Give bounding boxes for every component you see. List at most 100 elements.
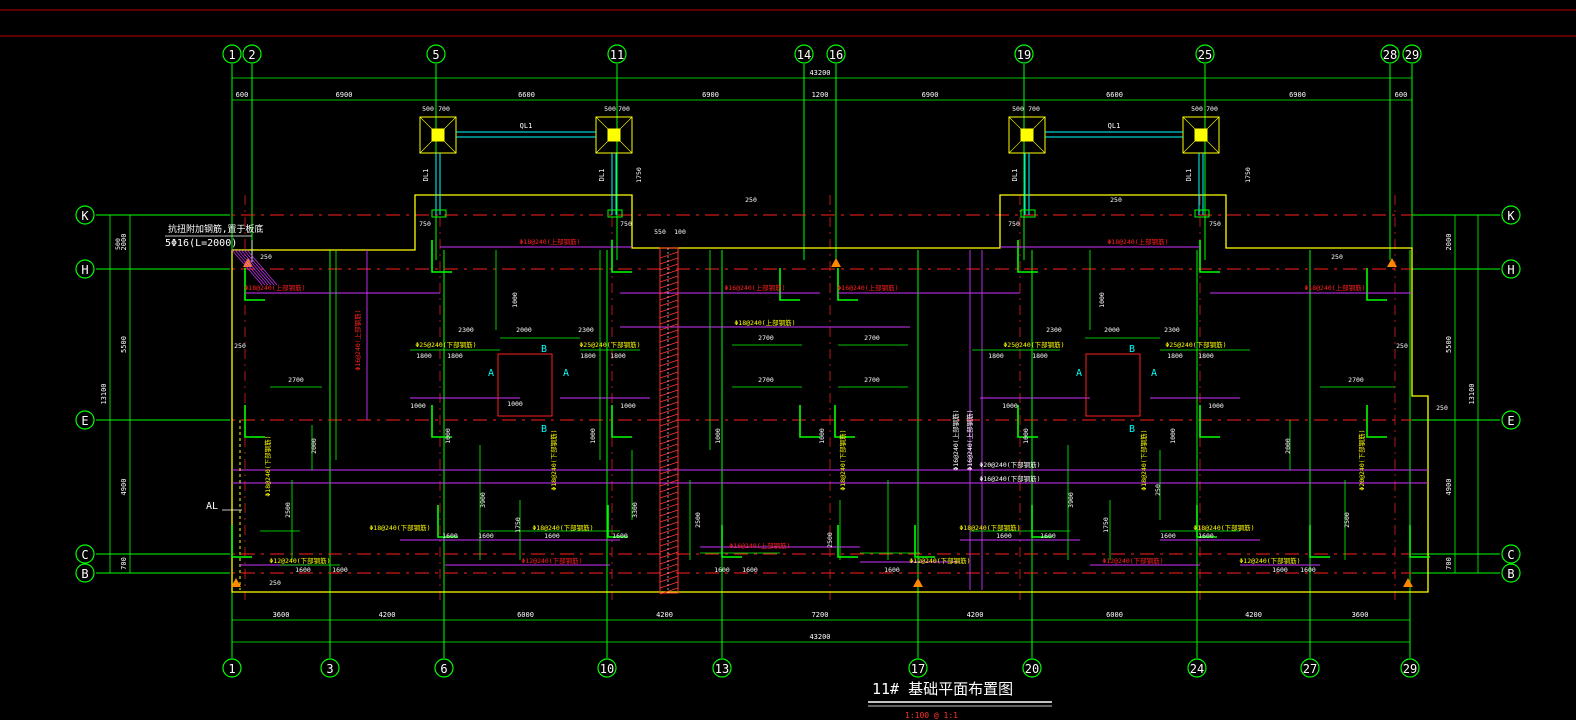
top-dim-6: 6600	[1106, 91, 1123, 99]
column-bracket-15	[837, 525, 858, 558]
hatch-line	[659, 473, 679, 481]
top-axis-bubble-2-text: 2	[248, 48, 255, 62]
column-bracket-18	[1309, 525, 1330, 558]
hatch-line	[659, 371, 679, 379]
right-axis-bubble-E	[1501, 410, 1521, 430]
rebar-note-1: Φ18@240(上部钢筋)	[1107, 237, 1168, 246]
bottom-axis-bubble-1-text: 1	[228, 662, 235, 676]
hatch-line	[659, 275, 679, 283]
hatch-line	[659, 353, 679, 361]
rebar-vnote-1: Φ18@240(下部钢筋)	[263, 435, 272, 496]
top-axis-bubble-28-text: 28	[1383, 48, 1397, 62]
misc-dim-5: 700	[1028, 105, 1040, 113]
left-dim-2: 4900	[120, 479, 128, 496]
misc-dim-35: 1800	[988, 352, 1004, 360]
misc-vdim-7: 3300	[631, 502, 639, 518]
rebar-vnote-6: Φ16@240(上部钢筋)	[951, 409, 960, 470]
left-axis-bubble-H-text: H	[81, 263, 88, 277]
column-bracket-1	[611, 240, 632, 273]
column-bracket-11	[1366, 405, 1387, 438]
label-ql1-0: QL1	[520, 122, 533, 130]
column-bracket-2	[1017, 240, 1038, 273]
misc-vdim-22: 1000	[1169, 428, 1177, 444]
pile-core-1	[607, 128, 621, 142]
bottom-dim-2: 6000	[517, 611, 534, 619]
misc-dim-47: 1600	[295, 566, 311, 574]
top-axis-bubble-16	[826, 44, 846, 64]
section-mark-b-0: B	[541, 344, 547, 355]
bottom-dim-4: 7200	[812, 611, 829, 619]
misc-dim-4: 500	[1012, 105, 1024, 113]
rebar-note-17: Φ12@240(下部钢筋)	[1102, 556, 1163, 565]
misc-dim-7: 700	[1206, 105, 1218, 113]
column-bracket-10	[1199, 405, 1220, 438]
misc-dim-0: 500	[422, 105, 434, 113]
right-axis-bubble-K-text: K	[1507, 209, 1515, 223]
rebar-note-14: Φ18@240(下部钢筋)	[1193, 523, 1254, 532]
bottom-axis-bubble-29	[1400, 658, 1420, 678]
hatch-line	[659, 563, 679, 571]
marker-triangle-0	[231, 578, 241, 587]
hatch-line	[659, 389, 679, 397]
section-mark-a-3: A	[1151, 368, 1157, 379]
top-dim-7: 6900	[1289, 91, 1306, 99]
misc-dim-40: 1600	[478, 532, 494, 540]
misc-dim-39: 1600	[442, 532, 458, 540]
misc-dim-19: 2300	[458, 326, 474, 334]
misc-vdim-19: 1000	[714, 428, 722, 444]
rebar-note-7: Φ25@240(下部钢筋)	[415, 340, 476, 349]
hatch-line	[659, 545, 679, 553]
bottom-dim-0: 3600	[273, 611, 290, 619]
hatch-line	[659, 575, 679, 583]
cap-stub-1	[607, 209, 623, 218]
section-mark-b-2: B	[1129, 344, 1135, 355]
label-dl1-3: DL1	[1185, 169, 1193, 182]
column-bracket-20	[914, 525, 935, 558]
hatch-line	[659, 491, 679, 499]
section-mark-a-0: A	[488, 368, 494, 379]
misc-dim-54: 250	[745, 196, 757, 204]
right-axis-bubble-K	[1501, 205, 1521, 225]
cap-stub-3	[1194, 209, 1210, 218]
rebar-note-3: Φ16@240(上部钢筋)	[724, 283, 785, 292]
hatch-line	[659, 251, 679, 259]
top-dim-8: 600	[1395, 91, 1408, 99]
top-axis-bubble-25-text: 25	[1198, 48, 1212, 62]
column-bracket-13	[607, 505, 628, 538]
cap-stub-2	[1020, 209, 1036, 218]
rebar-note-16: Φ12@240(下部钢筋)	[521, 556, 582, 565]
left-dim-3: 700	[120, 557, 128, 570]
hatch-line	[659, 557, 679, 565]
misc-dim-44: 1600	[1040, 532, 1056, 540]
top-axis-bubble-11-text: 11	[610, 48, 624, 62]
misc-dim-51: 1600	[884, 566, 900, 574]
rebar-vnote-5: Φ20@240(下部钢筋)	[1357, 429, 1366, 490]
misc-dim-9: 750	[620, 220, 632, 228]
top-dim-4: 1200	[812, 91, 829, 99]
misc-dim-49: 1600	[714, 566, 730, 574]
misc-vdim-2: 1750	[1244, 167, 1252, 183]
misc-dim-29: 2700	[864, 376, 880, 384]
right-axis-bubble-E-text: E	[1507, 414, 1514, 428]
misc-vdim-12: 1750	[514, 517, 522, 533]
top-dim-3: 6900	[702, 91, 719, 99]
misc-vdim-1: 1750	[635, 167, 643, 183]
misc-vdim-14: 2500	[826, 532, 834, 548]
misc-vdim-4: 1000	[1098, 292, 1106, 308]
misc-dim-1: 700	[438, 105, 450, 113]
misc-vdim-9: 2500	[694, 512, 702, 528]
marker-triangle-2	[1403, 578, 1413, 587]
right-axis-bubble-H-text: H	[1507, 263, 1514, 277]
bottom-dim-8: 3600	[1352, 611, 1369, 619]
misc-dim-45: 1600	[1160, 532, 1176, 540]
torsion-bar	[240, 249, 272, 286]
hatch-line	[659, 383, 679, 391]
misc-dim-10: 750	[1008, 220, 1020, 228]
top-axis-bubble-29-text: 29	[1405, 48, 1419, 62]
torsion-bar	[234, 249, 266, 286]
section-mark-a-2: A	[1076, 368, 1082, 379]
top-axis-bubble-5-text: 5	[432, 48, 439, 62]
column-bracket-17	[1196, 505, 1217, 538]
